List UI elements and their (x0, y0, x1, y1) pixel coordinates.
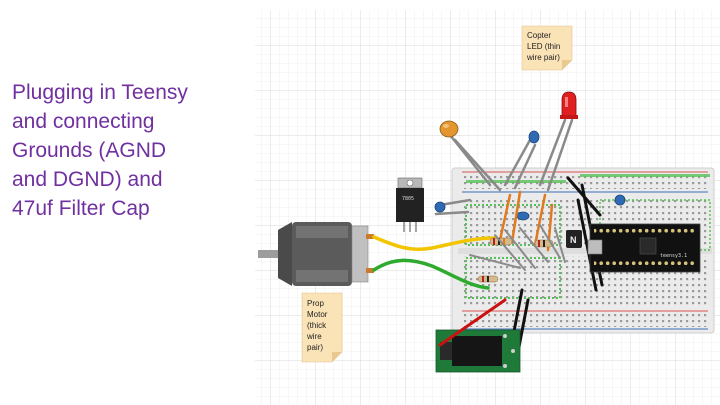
resistors (477, 237, 554, 283)
note-motor-line-1: Prop (307, 299, 324, 308)
motor-wire-green (372, 258, 490, 290)
voltage-regulator: 7805 (396, 177, 424, 232)
teensy-label: teensy3.1 (660, 253, 687, 259)
note-copter-led: Copter LED (thin wire pair) (521, 25, 573, 71)
note-motor-line-2: Motor (307, 310, 328, 319)
transistor-label: N (570, 235, 577, 245)
prop-motor (258, 222, 374, 286)
note-prop-motor: Prop Motor (thick wire pair) (301, 292, 343, 363)
board-jumpers (469, 224, 566, 271)
ceramic-capacitors (434, 130, 626, 221)
power-jack-board (435, 329, 521, 373)
title-line-1: Plugging in Teensy (12, 81, 188, 104)
title-line-4: and DGND) and (12, 168, 163, 191)
teensy-board: teensy3.1 (587, 223, 701, 273)
note-copter-line-2: LED (thin (527, 42, 560, 51)
copter-led (560, 91, 578, 119)
note-copter-line-1: Copter (527, 31, 551, 40)
title-line-2: and connecting (12, 110, 155, 133)
slide-title: Plugging in Teensy and connecting Ground… (12, 78, 242, 223)
motor-wire-yellow (372, 235, 497, 251)
note-motor-line-4: wire (306, 332, 322, 341)
note-motor-line-5: pair) (307, 343, 323, 352)
gray-wires (434, 118, 574, 216)
title-line-5: 47uf Filter Cap (12, 197, 150, 220)
power-wire-red (438, 298, 507, 347)
note-copter-line-3: wire pair) (526, 53, 560, 62)
note-motor-line-3: (thick (307, 321, 327, 330)
transistor: N (566, 230, 582, 248)
filter-capacitor (439, 120, 459, 138)
regulator-label: 7805 (402, 196, 414, 202)
title-line-3: Grounds (AGND (12, 139, 167, 162)
